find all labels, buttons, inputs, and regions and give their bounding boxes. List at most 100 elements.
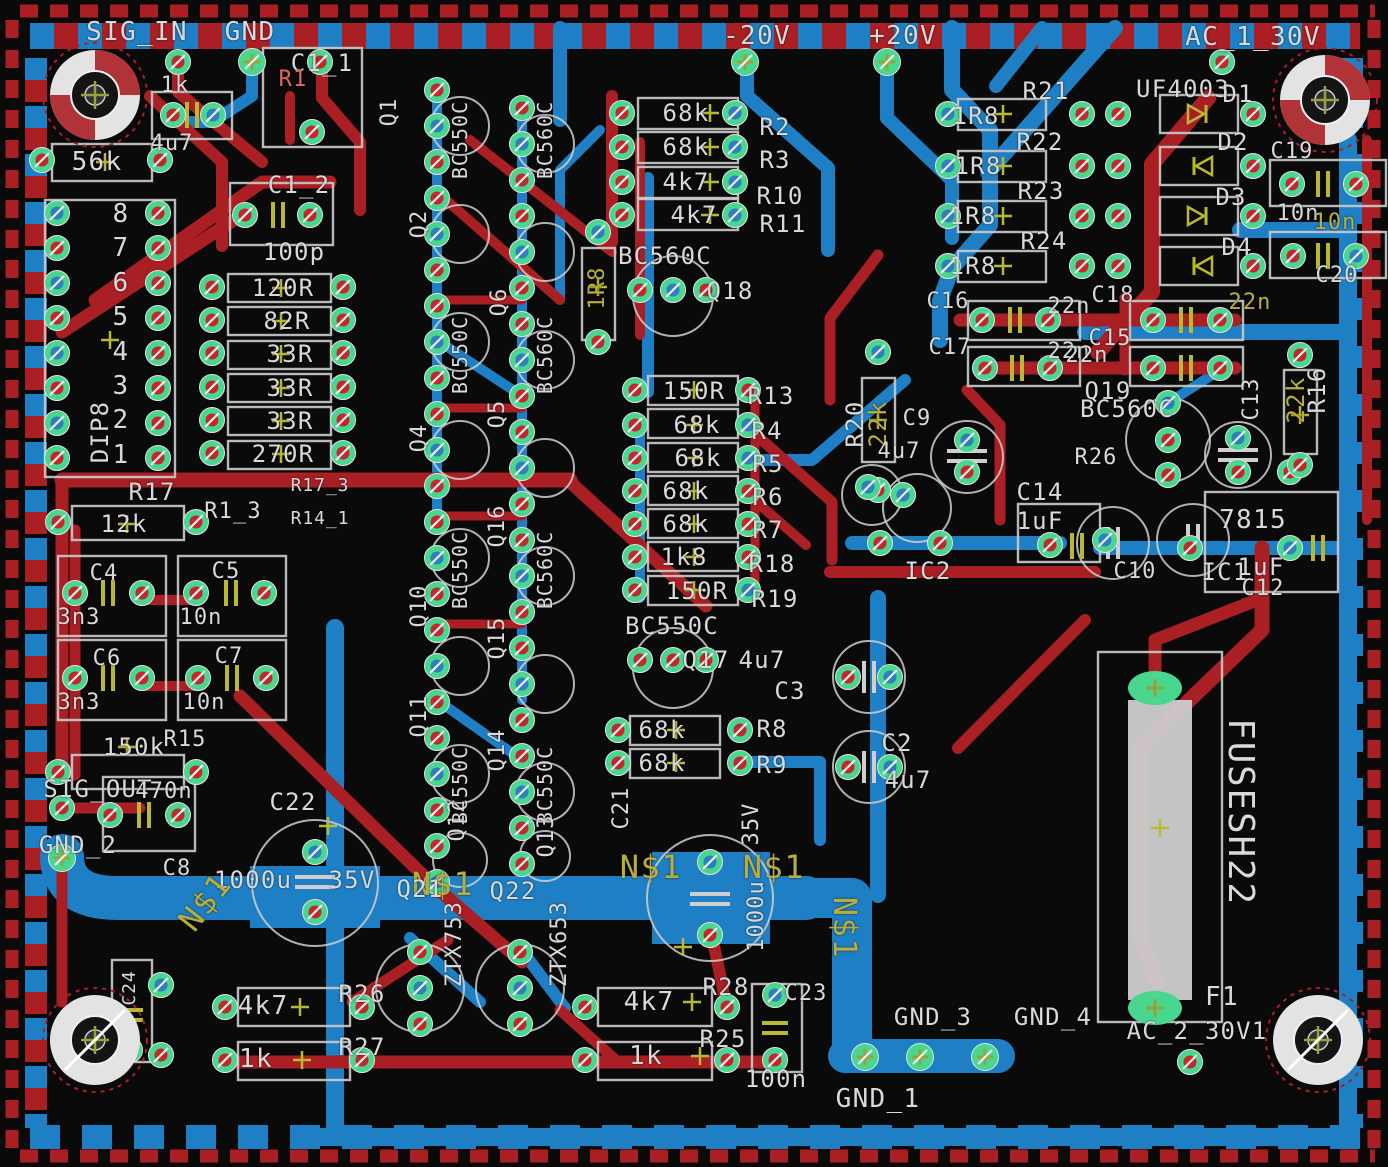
pad[interactable] (935, 203, 961, 229)
pad[interactable] (424, 761, 450, 787)
pad[interactable] (1240, 153, 1266, 179)
pad[interactable] (509, 671, 535, 697)
pad[interactable] (183, 759, 209, 785)
pad[interactable] (835, 754, 861, 780)
pad[interactable] (424, 401, 450, 427)
pad[interactable] (509, 491, 535, 517)
pad[interactable] (622, 544, 648, 570)
pad[interactable] (714, 994, 740, 1020)
pads-and-vias[interactable] (29, 48, 1369, 1075)
pad[interactable] (722, 202, 748, 228)
pad[interactable] (1105, 101, 1131, 127)
pad[interactable] (627, 647, 653, 673)
pad[interactable] (609, 169, 635, 195)
pad[interactable] (1225, 459, 1251, 485)
pad[interactable] (424, 185, 450, 211)
pad[interactable] (129, 580, 155, 606)
pad[interactable] (722, 100, 748, 126)
pad[interactable] (622, 577, 648, 603)
pad[interactable] (424, 221, 450, 247)
pad[interactable] (1105, 253, 1131, 279)
pad[interactable] (605, 750, 631, 776)
pad[interactable] (877, 664, 903, 690)
pad[interactable] (935, 253, 961, 279)
pad[interactable] (1177, 1049, 1203, 1075)
pad[interactable] (855, 474, 881, 500)
pad[interactable] (735, 544, 761, 570)
pad[interactable] (509, 455, 535, 481)
pad[interactable] (1277, 535, 1303, 561)
pad[interactable] (507, 939, 533, 965)
pad[interactable] (297, 202, 323, 228)
pad[interactable] (609, 202, 635, 228)
pad[interactable] (572, 1047, 598, 1073)
pad[interactable] (424, 869, 450, 895)
pad[interactable] (1037, 532, 1063, 558)
pad[interactable] (97, 802, 123, 828)
pad[interactable] (1343, 243, 1369, 269)
pad[interactable] (585, 219, 611, 245)
pad[interactable] (509, 707, 535, 733)
pad[interactable] (424, 725, 450, 751)
pad[interactable] (585, 329, 611, 355)
ground-pad[interactable] (971, 1043, 999, 1071)
pad[interactable] (330, 307, 356, 333)
pad[interactable] (660, 277, 686, 303)
pad[interactable] (622, 478, 648, 504)
pad[interactable] (185, 665, 211, 691)
pad[interactable] (232, 202, 258, 228)
pad[interactable] (1069, 203, 1095, 229)
pad[interactable] (1279, 171, 1305, 197)
pad[interactable] (212, 994, 238, 1020)
pad[interactable] (935, 101, 961, 127)
pad[interactable] (349, 1047, 375, 1073)
pad[interactable] (509, 527, 535, 553)
pad[interactable] (330, 407, 356, 433)
pad[interactable] (145, 340, 171, 366)
pad[interactable] (622, 445, 648, 471)
pad[interactable] (509, 347, 535, 373)
pad[interactable] (145, 235, 171, 261)
pad[interactable] (1155, 427, 1181, 453)
pad[interactable] (199, 374, 225, 400)
pad[interactable] (1069, 101, 1095, 127)
pad[interactable] (212, 1047, 238, 1073)
pad[interactable] (627, 277, 653, 303)
pad[interactable] (509, 419, 535, 445)
pad[interactable] (330, 374, 356, 400)
pad[interactable] (199, 307, 225, 333)
pad[interactable] (200, 102, 226, 128)
pad[interactable] (424, 653, 450, 679)
pad[interactable] (509, 743, 535, 769)
pad[interactable] (49, 795, 75, 821)
pad[interactable] (44, 445, 70, 471)
pad[interactable] (44, 235, 70, 261)
pad[interactable] (302, 899, 328, 925)
pad[interactable] (45, 509, 71, 535)
pad[interactable] (44, 340, 70, 366)
pad[interactable] (609, 100, 635, 126)
pad[interactable] (509, 311, 535, 337)
pad[interactable] (251, 580, 277, 606)
pad[interactable] (927, 530, 953, 556)
pad[interactable] (1240, 253, 1266, 279)
pad[interactable] (722, 169, 748, 195)
pad[interactable] (183, 580, 209, 606)
pad[interactable] (407, 939, 433, 965)
pad[interactable] (44, 200, 70, 226)
pad[interactable] (935, 153, 961, 179)
pad[interactable] (424, 689, 450, 715)
pad[interactable] (622, 377, 648, 403)
pad[interactable] (145, 375, 171, 401)
ground-pad[interactable] (906, 1043, 934, 1071)
pad[interactable] (165, 49, 191, 75)
pad[interactable] (330, 340, 356, 366)
pad[interactable] (424, 437, 450, 463)
pad[interactable] (890, 482, 916, 508)
pad[interactable] (1140, 355, 1166, 381)
pad[interactable] (1177, 535, 1203, 561)
pad[interactable] (509, 131, 535, 157)
pad[interactable] (145, 305, 171, 331)
